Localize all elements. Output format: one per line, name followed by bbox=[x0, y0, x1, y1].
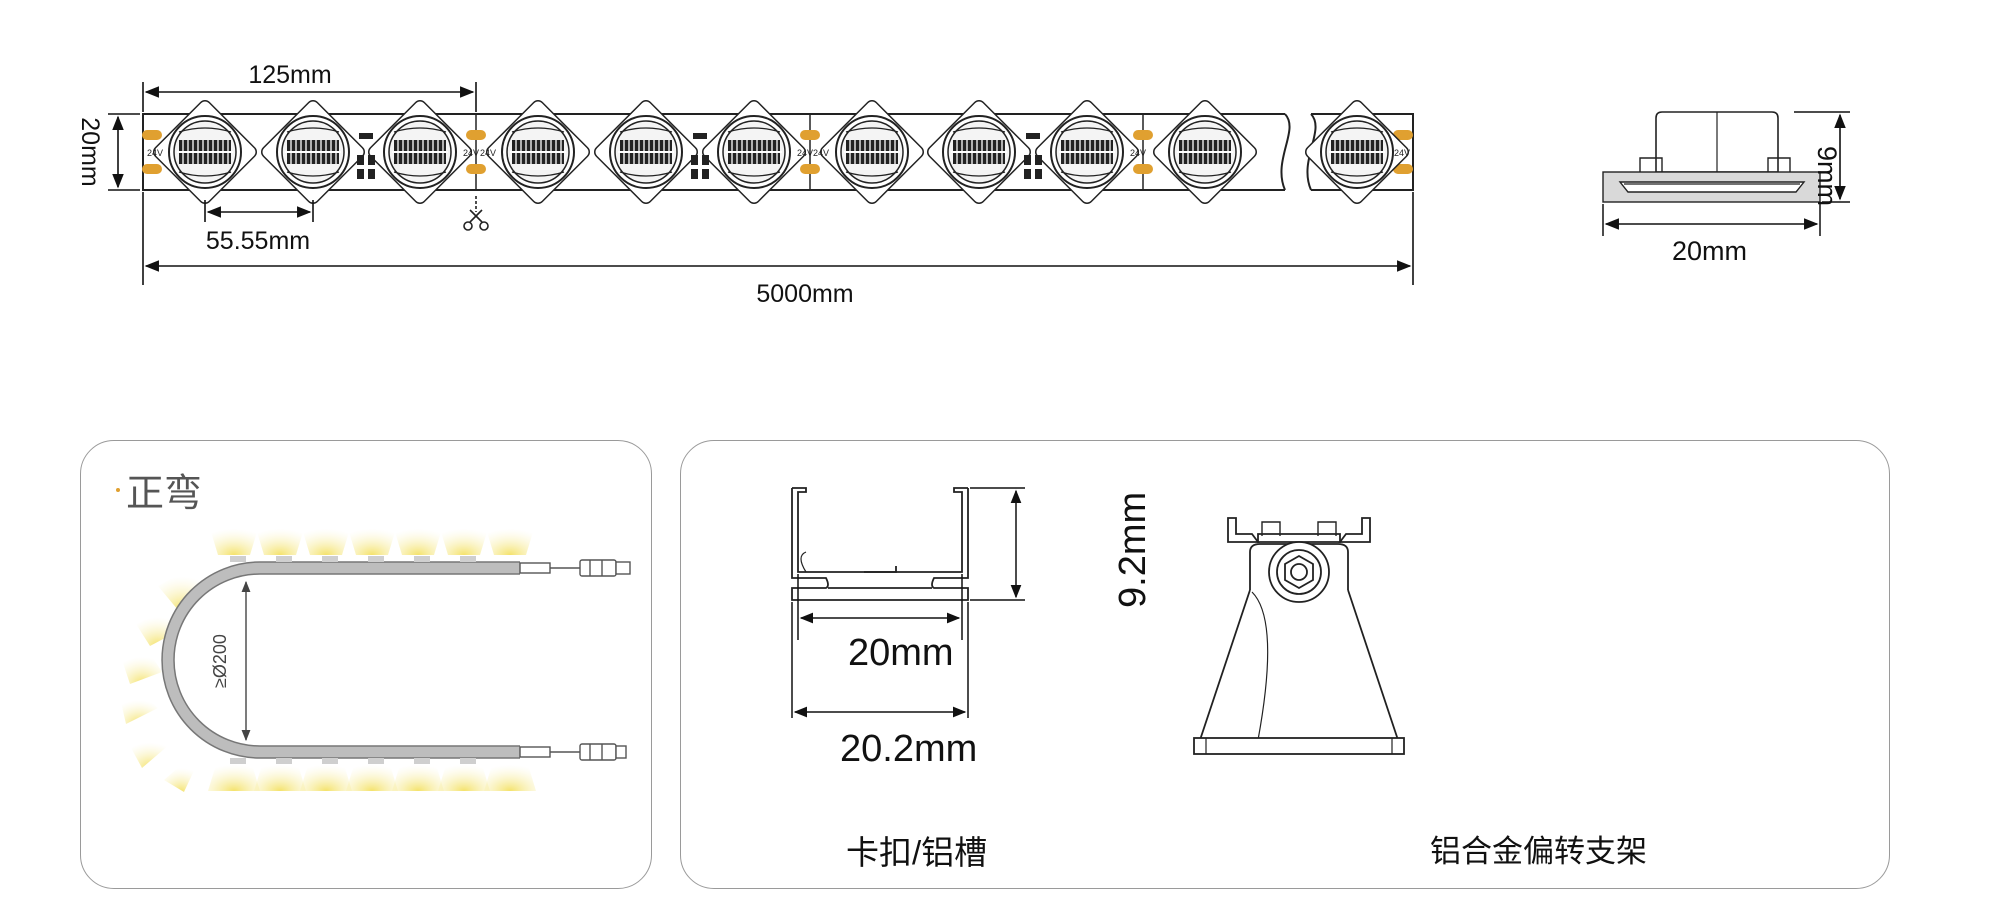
voltage-marks: 24V 24V 24V 24V 24V 24V 24V bbox=[147, 148, 1410, 158]
bend-diameter-label: ≥Ø200 bbox=[210, 634, 230, 688]
dim-led-spacing-label: 55.55mm bbox=[206, 227, 310, 255]
svg-text:24V: 24V bbox=[463, 148, 479, 158]
channel-profile bbox=[791, 487, 969, 601]
channel-drawing bbox=[791, 487, 1405, 755]
dim-length-line bbox=[142, 192, 1414, 285]
dim-pitch-label: 125mm bbox=[248, 61, 331, 89]
svg-text:24V: 24V bbox=[813, 148, 829, 158]
svg-text:24V: 24V bbox=[1130, 148, 1146, 158]
dim-height-line bbox=[108, 113, 140, 191]
title-bullet-icon bbox=[116, 487, 120, 492]
connector-bottom bbox=[519, 743, 627, 761]
scissors-icon bbox=[463, 196, 489, 231]
bend-title: 正弯 bbox=[116, 462, 202, 517]
channel-outer-width-label: 20.2mm bbox=[840, 728, 978, 770]
glow-beams bbox=[120, 522, 536, 792]
svg-text:24V: 24V bbox=[797, 148, 813, 158]
dim-length-label: 5000mm bbox=[756, 280, 853, 308]
bend-panel bbox=[80, 440, 652, 889]
bend-drawing: ≥Ø200 bbox=[120, 522, 631, 792]
dim-pitch-line bbox=[142, 82, 477, 112]
svg-text:24V: 24V bbox=[1394, 148, 1410, 158]
channel-caption: 卡扣/铝槽 bbox=[846, 834, 988, 871]
cross-section-drawing bbox=[1602, 111, 1850, 236]
svg-text:24V: 24V bbox=[480, 148, 496, 158]
cross-section-height-label: 9mm bbox=[1812, 146, 1842, 206]
bracket-caption: 铝合金偏转支架 bbox=[1430, 834, 1647, 869]
connector-top bbox=[519, 559, 631, 577]
bracket-drawing bbox=[1193, 517, 1405, 755]
dim-led-spacing-line bbox=[204, 200, 314, 222]
channel-height-label: 9.2mm bbox=[1112, 491, 1154, 608]
voltage-label: 24V bbox=[147, 148, 163, 158]
cross-section-width-label: 20mm bbox=[1672, 236, 1748, 266]
dim-height-label: 20mm bbox=[76, 117, 104, 186]
strip-drawing: 24V 24V 24V 24V 24V 24V 24V 125mm 20mm 5… bbox=[76, 61, 1414, 308]
channel-inner-width-label: 20mm bbox=[848, 632, 954, 674]
